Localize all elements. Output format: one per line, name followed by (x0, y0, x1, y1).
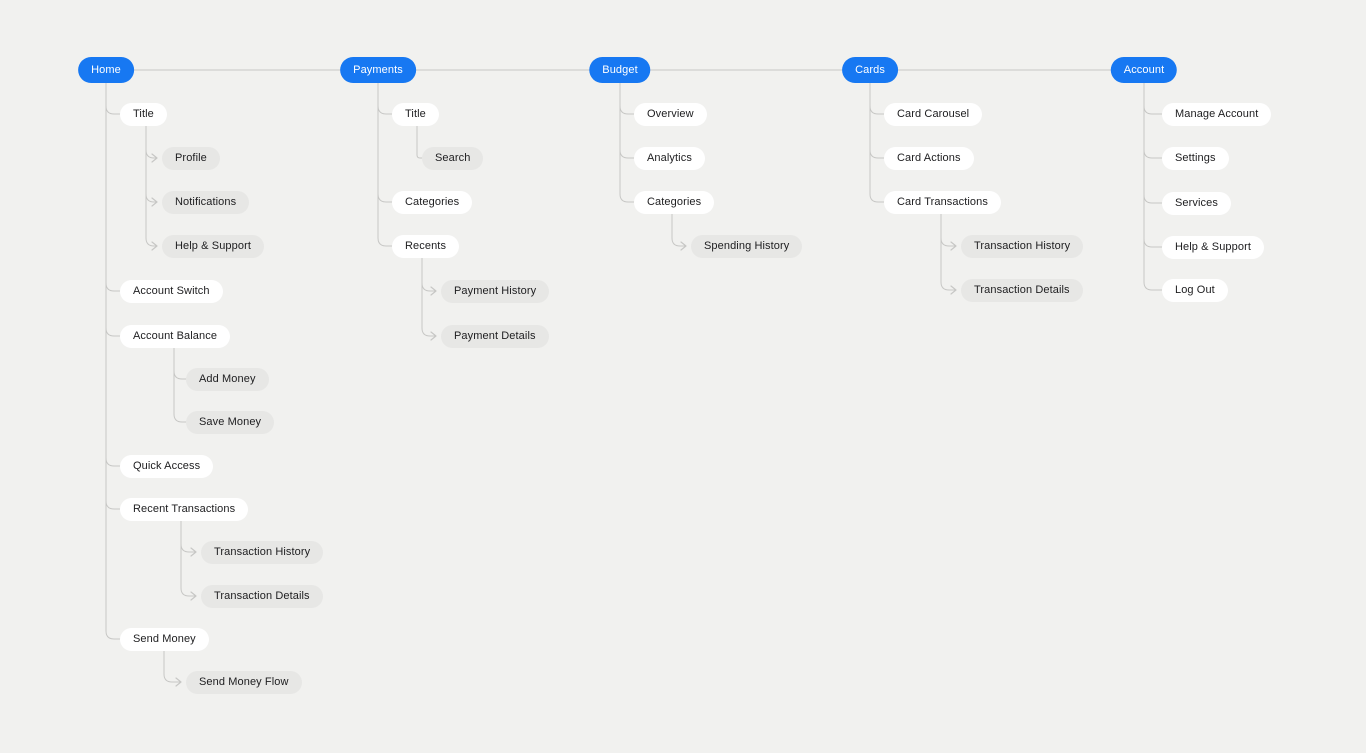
node-budget-overview[interactable]: Overview (634, 102, 707, 126)
arrowhead (151, 241, 158, 251)
node-home-save-money[interactable]: Save Money (186, 410, 275, 434)
connector-line (1143, 281, 1163, 291)
connector-line (377, 237, 393, 247)
node-payments-payment-details[interactable]: Payment Details (441, 324, 549, 348)
node-account-settings[interactable]: Settings (1162, 146, 1229, 170)
connector-line (377, 193, 393, 203)
node-payments-search[interactable]: Search (422, 146, 484, 170)
node-payments-payment-history[interactable]: Payment History (441, 279, 550, 303)
node-home-notifications[interactable]: Notifications (162, 190, 250, 214)
arrowhead (151, 197, 158, 207)
node-budget-analytics[interactable]: Analytics (634, 146, 705, 170)
connector-line (869, 149, 885, 159)
node-account-help-support[interactable]: Help & Support (1162, 235, 1264, 259)
node-home-send-money-flow[interactable]: Send Money Flow (186, 670, 302, 694)
node-home-quick-access[interactable]: Quick Access (120, 454, 214, 478)
node-cards-card-carousel[interactable]: Card Carousel (884, 102, 983, 126)
node-cards[interactable]: Cards (842, 57, 898, 83)
connector-line (869, 105, 885, 115)
node-budget[interactable]: Budget (589, 57, 651, 83)
node-home[interactable]: Home (78, 57, 134, 83)
node-home-account-switch[interactable]: Account Switch (120, 279, 223, 303)
connector-line (619, 193, 635, 203)
arrowhead (151, 153, 158, 163)
connector-line (1143, 238, 1163, 248)
node-home-help-support[interactable]: Help & Support (162, 234, 264, 258)
connector-line (105, 630, 121, 640)
connector-line (869, 193, 885, 203)
node-account-manage-account[interactable]: Manage Account (1162, 102, 1272, 126)
connector-line (1143, 105, 1163, 115)
node-home-transaction-history[interactable]: Transaction History (201, 540, 324, 564)
node-payments[interactable]: Payments (340, 57, 416, 83)
connector-line (1143, 194, 1163, 204)
connector-line (421, 327, 435, 337)
arrowhead (950, 285, 957, 295)
node-budget-categories[interactable]: Categories (634, 190, 715, 214)
connector-line (1143, 149, 1163, 159)
arrowhead (190, 591, 197, 601)
connector-line (173, 370, 187, 380)
arrowhead (430, 331, 437, 341)
node-payments-recents[interactable]: Recents (392, 234, 460, 258)
connector-line (145, 149, 156, 159)
connector-line (145, 193, 156, 203)
connector-line (377, 105, 393, 115)
connector-line (173, 413, 187, 423)
connector-line (105, 327, 121, 337)
connector-line (940, 281, 955, 291)
node-home-transaction-details[interactable]: Transaction Details (201, 584, 323, 608)
connector-line (619, 105, 635, 115)
arrowhead (430, 286, 437, 296)
node-home-recent-transactions[interactable]: Recent Transactions (120, 497, 249, 521)
node-cards-transaction-details[interactable]: Transaction Details (961, 278, 1083, 302)
node-budget-spending-history[interactable]: Spending History (691, 234, 803, 258)
connector-line (145, 237, 156, 247)
node-home-send-money[interactable]: Send Money (120, 627, 209, 651)
node-home-add-money[interactable]: Add Money (186, 367, 269, 391)
node-cards-card-actions[interactable]: Card Actions (884, 146, 974, 170)
connector-line (105, 282, 121, 292)
connector-line (163, 673, 180, 683)
node-cards-card-transactions[interactable]: Card Transactions (884, 190, 1001, 214)
arrowhead (680, 241, 687, 251)
arrowhead (190, 547, 197, 557)
connector-line (105, 457, 121, 467)
connector-line (421, 282, 435, 292)
connector-line (105, 500, 121, 510)
node-home-account-balance[interactable]: Account Balance (120, 324, 231, 348)
node-home-profile[interactable]: Profile (162, 146, 220, 170)
node-cards-transaction-history[interactable]: Transaction History (961, 234, 1084, 258)
node-payments-title[interactable]: Title (392, 102, 439, 126)
node-payments-categories[interactable]: Categories (392, 190, 473, 214)
arrowhead (950, 241, 957, 251)
node-account-log-out[interactable]: Log Out (1162, 278, 1228, 302)
connector-line (940, 237, 955, 247)
connector-line (416, 154, 423, 159)
arrowhead (175, 677, 182, 687)
node-home-title[interactable]: Title (120, 102, 167, 126)
node-account[interactable]: Account (1110, 57, 1178, 83)
connector-line (671, 237, 685, 247)
connector-line (180, 543, 195, 553)
connector-line (180, 587, 195, 597)
connector-line (619, 149, 635, 159)
connector-line (105, 105, 121, 115)
node-account-services[interactable]: Services (1162, 191, 1231, 215)
